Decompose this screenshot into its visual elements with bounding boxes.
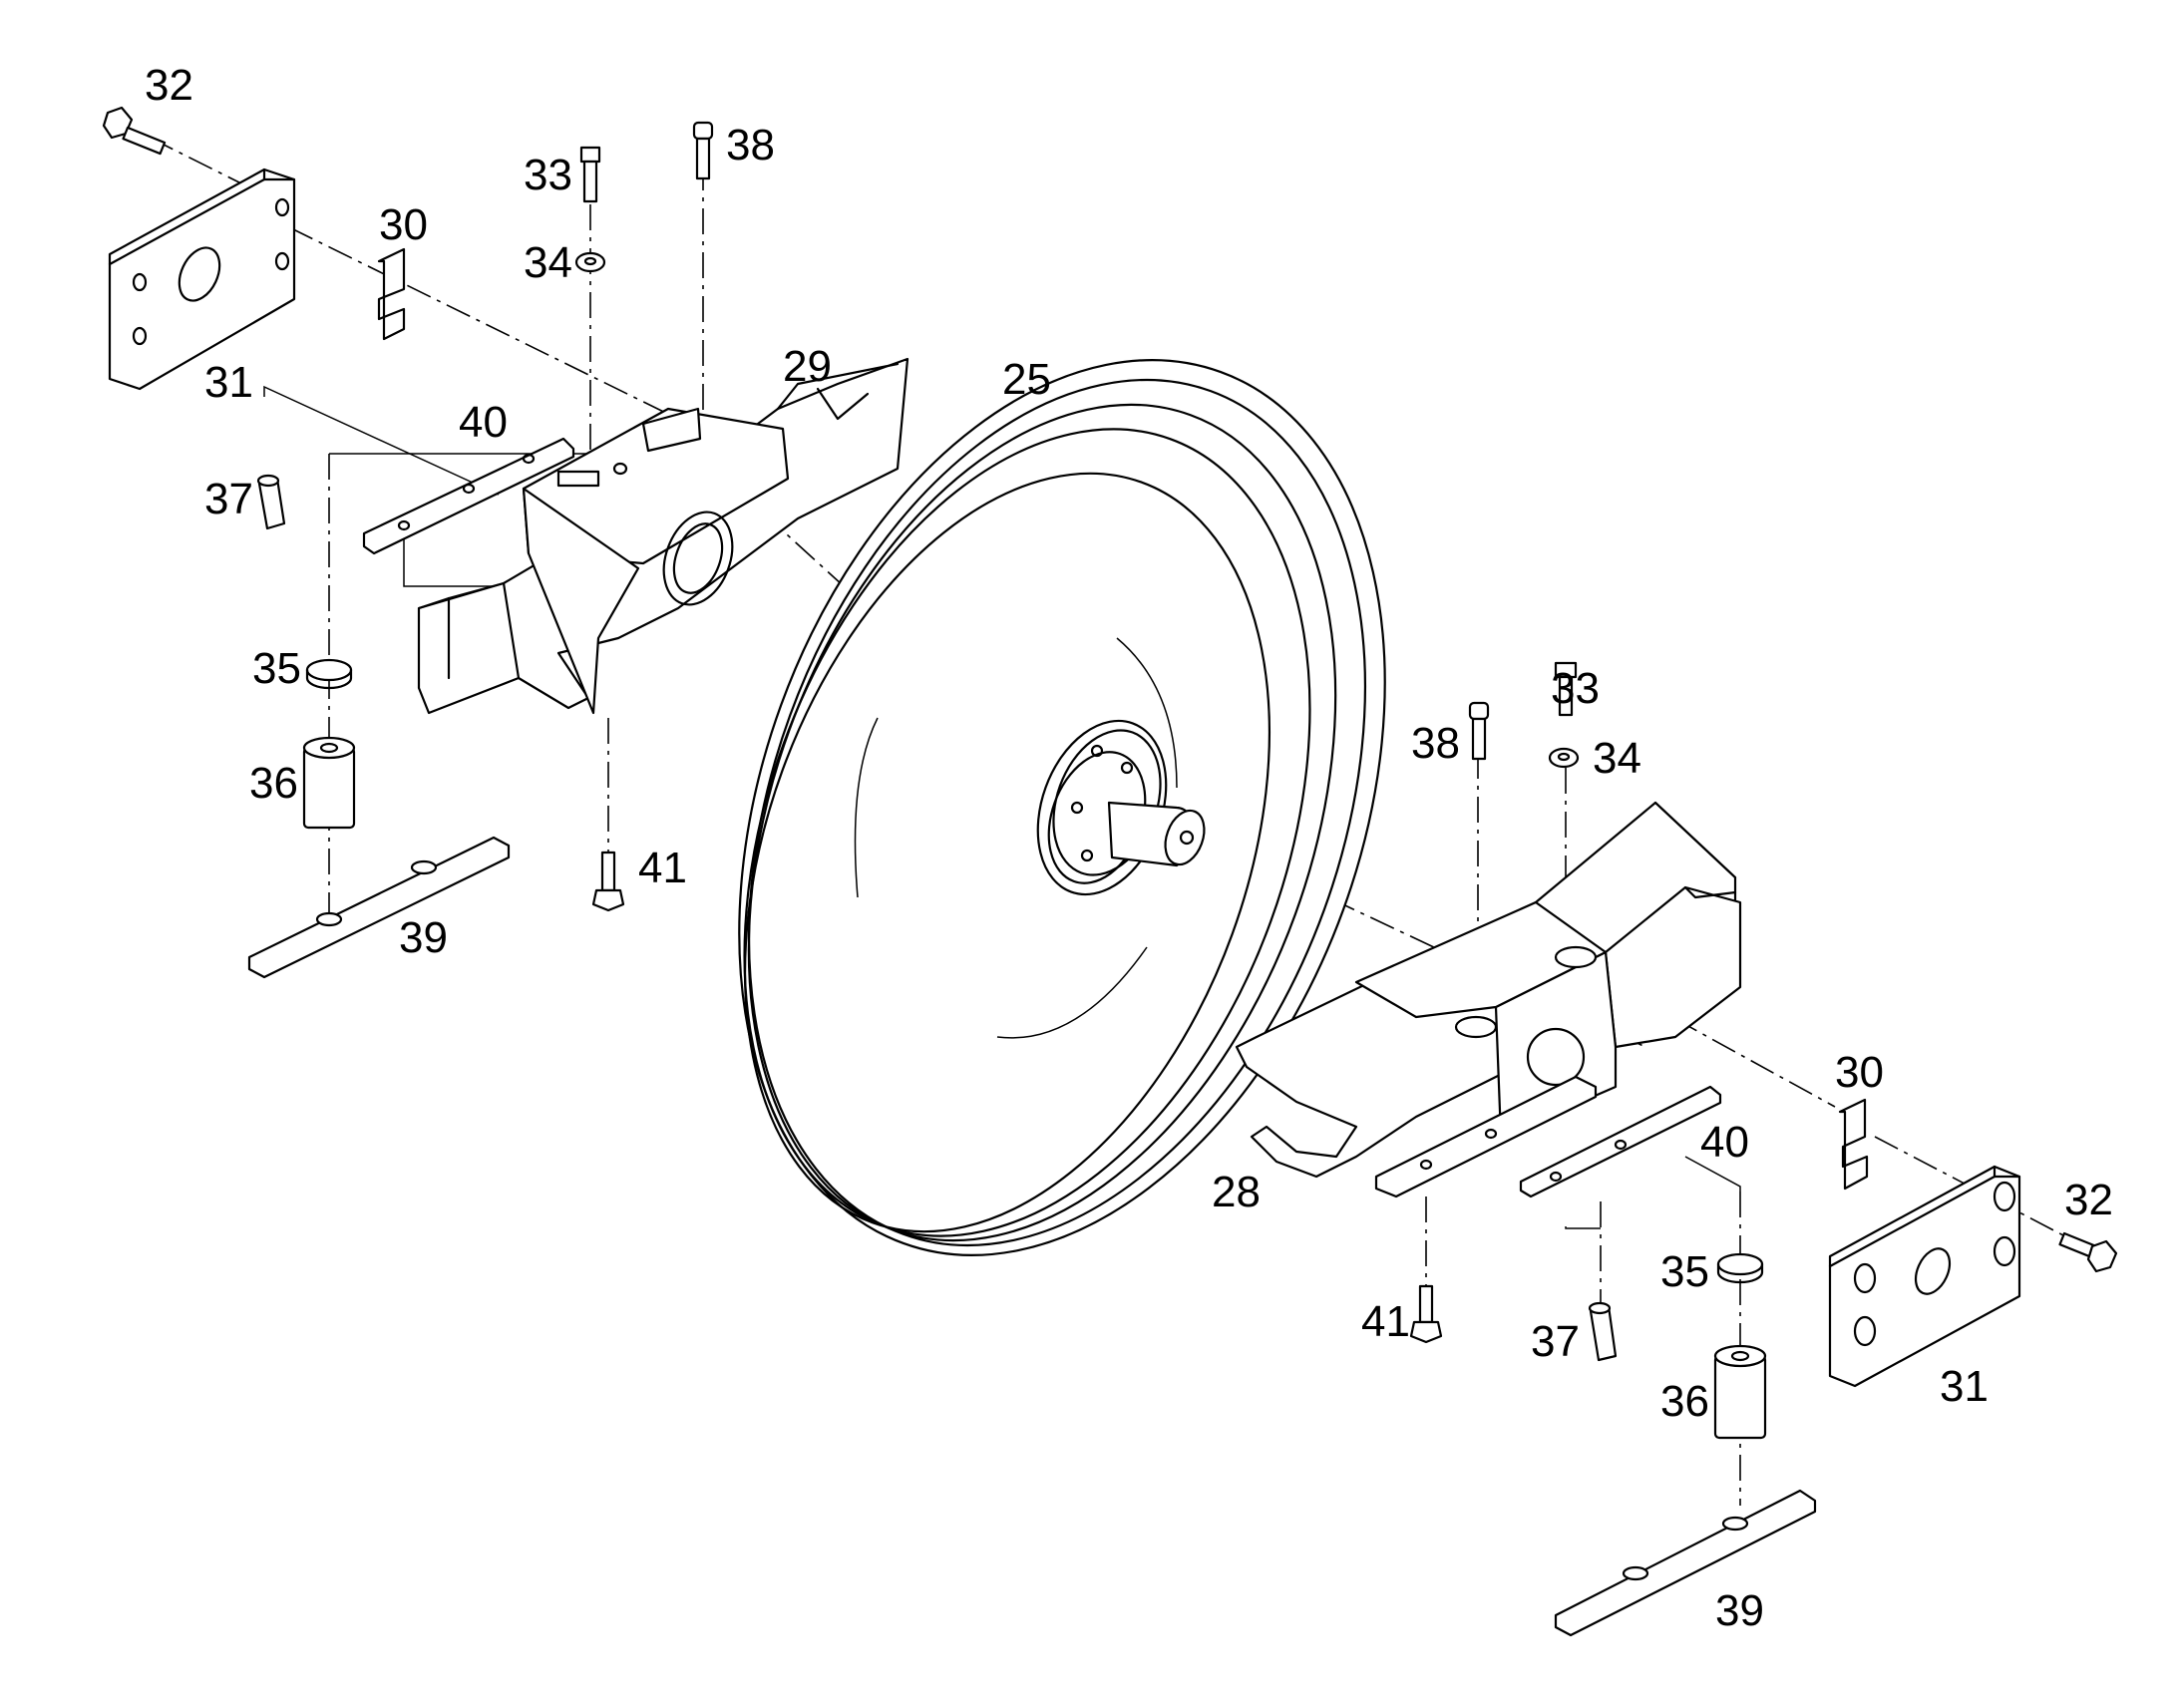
part-number-labels: 32 33 38 30 34 29 25 31 40 37 35 36 41 3… bbox=[145, 61, 2113, 1635]
clip-30-left bbox=[377, 247, 406, 341]
label-40-left: 40 bbox=[459, 398, 508, 447]
wheel-hub bbox=[1036, 719, 1206, 896]
label-32-left: 32 bbox=[145, 61, 193, 110]
pin-37-left bbox=[256, 474, 286, 530]
bolt-33-right bbox=[1554, 661, 1578, 717]
bolt-32-right bbox=[2058, 1231, 2118, 1273]
label-38-left: 38 bbox=[726, 121, 775, 170]
plate-39-left bbox=[247, 836, 511, 979]
bolt-41-right bbox=[1409, 1284, 1443, 1344]
cap-35-right bbox=[1716, 1252, 1764, 1284]
label-41-left: 41 bbox=[638, 844, 687, 892]
wear-bar-40-left bbox=[362, 437, 575, 555]
label-32-right: 32 bbox=[2064, 1176, 2113, 1224]
washer-34-left bbox=[574, 251, 606, 273]
label-30-right: 30 bbox=[1835, 1048, 1884, 1097]
bolt-32-left bbox=[102, 106, 167, 156]
bracket-28-right bbox=[1235, 801, 1742, 1198]
bolt-41-left bbox=[591, 851, 625, 912]
label-25: 25 bbox=[1002, 355, 1051, 404]
label-33-left: 33 bbox=[524, 151, 572, 199]
wear-bar-40-right bbox=[1519, 1085, 1722, 1198]
label-35-left: 35 bbox=[252, 644, 301, 693]
label-40-right: 40 bbox=[1700, 1118, 1749, 1167]
label-28: 28 bbox=[1212, 1168, 1261, 1216]
label-41-right: 41 bbox=[1361, 1297, 1410, 1346]
label-37-right: 37 bbox=[1531, 1317, 1580, 1366]
bolt-38-left bbox=[692, 121, 714, 180]
label-31-right: 31 bbox=[1940, 1362, 1989, 1411]
end-plate-left bbox=[108, 168, 296, 391]
pin-37-right bbox=[1588, 1301, 1618, 1362]
label-34-left: 34 bbox=[524, 238, 572, 287]
bolt-38-right bbox=[1468, 701, 1490, 761]
bolt-33-left bbox=[579, 146, 601, 203]
cap-35-left bbox=[305, 658, 353, 690]
label-33-right: 33 bbox=[1551, 664, 1600, 713]
clip-30-right bbox=[1838, 1098, 1869, 1191]
label-30-left: 30 bbox=[379, 200, 428, 249]
spacer-36-left bbox=[302, 736, 356, 830]
end-plate-right bbox=[1828, 1165, 2021, 1388]
washer-34-right bbox=[1548, 747, 1580, 769]
spacer-36-right bbox=[1713, 1344, 1767, 1440]
label-35-right: 35 bbox=[1660, 1247, 1709, 1296]
label-39-left: 39 bbox=[399, 913, 448, 962]
label-37-left: 37 bbox=[204, 475, 253, 523]
label-36-right: 36 bbox=[1660, 1377, 1709, 1426]
label-36-left: 36 bbox=[249, 759, 298, 808]
plate-39-right bbox=[1554, 1489, 1817, 1637]
label-34-right: 34 bbox=[1593, 734, 1641, 783]
label-29: 29 bbox=[783, 342, 832, 391]
bracket-29-left bbox=[417, 357, 909, 715]
label-38-right: 38 bbox=[1411, 719, 1460, 768]
label-39-right: 39 bbox=[1715, 1586, 1764, 1635]
label-31-left: 31 bbox=[204, 358, 253, 407]
